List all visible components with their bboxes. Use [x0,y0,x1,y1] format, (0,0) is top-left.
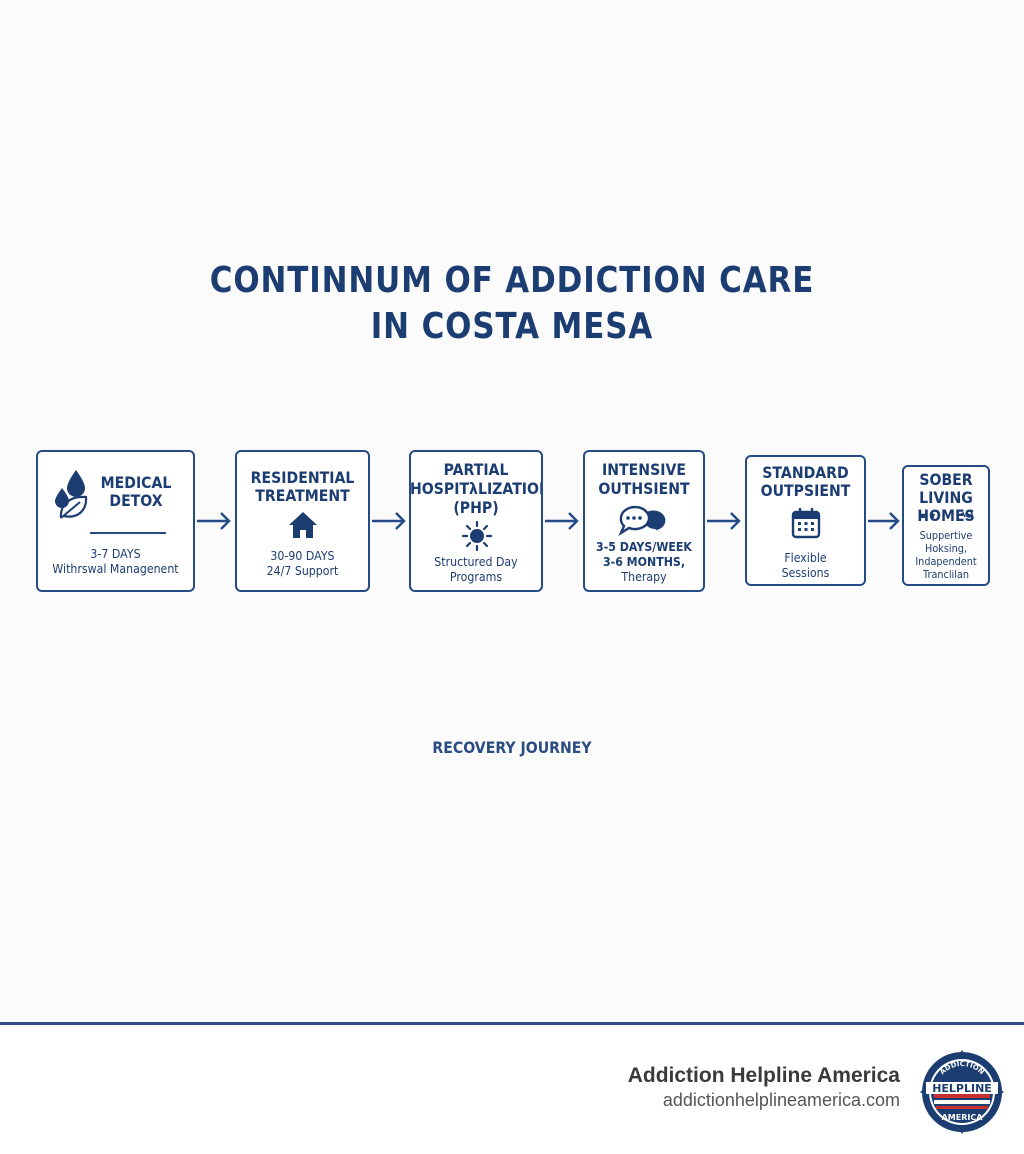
arrow-right-icon [197,512,231,530]
stage-title-line: INTENSIVE [602,460,686,479]
stage-title-line: STANDARD [762,463,849,482]
stage-title-line: LIVING [919,488,973,507]
title-line-2: IN COSTA MESA [370,306,654,347]
title-line-1: CONTINNUM OF ADDICTION CARE [209,260,815,301]
logo-main-text: HELPLINE [932,1082,992,1095]
stage-duration: 3-6 MONTHS, [602,554,686,569]
stage-sober-living-homes: SOBER LIVING HOMES Suppertive Hoksing, I… [902,465,990,586]
water-drops-leaf-icon [55,470,88,519]
stage-description: Programs [449,569,503,584]
brand-url[interactable]: addictionhelplineamerica.com [662,1090,900,1110]
stage-description: Therapy [621,569,667,584]
arrow-right-icon [545,512,579,530]
stage-description: Tranclilan [922,568,970,581]
stage-partial-hospitalization: PARTIAL HOSPITλLIZATION (PHP) Structured… [409,450,543,592]
stage-title-line: TREATMENT [255,486,350,505]
logo-bottom-text: AMERICA [942,1113,984,1122]
small-figures-icon [918,511,973,520]
stage-description: Hoksing, [925,542,967,555]
stage-title-line: SOBER [919,470,973,489]
calendar-icon [791,508,821,539]
house-icon [289,512,317,538]
chat-bubbles-icon [618,505,666,536]
stage-title-line: (PHP) [453,498,499,517]
stage-title-line: OUTPSIENT [760,481,851,500]
stage-description: Flexible [784,550,827,565]
stage-description: 24/7 Support [266,563,339,578]
arrow-right-icon [868,512,900,530]
stage-title-line: DETOX [109,491,163,510]
footer-divider [0,1022,1024,1025]
stage-title-line: RESIDENTIAL [250,468,355,487]
stage-title-line: HOSPITλLIZATION [410,479,543,498]
stage-title-line: HOMES [917,506,975,525]
stage-medical-detox: MEDICAL DETOX 3-7 DAYS Withrswal Managen… [36,450,195,592]
stage-duration: 30-90 DAYS [270,548,335,563]
helpline-logo-icon: HELPLINE ADDICTION AMERICA [920,1050,1004,1134]
stage-description: Indapendent [915,555,977,568]
divider [90,532,166,534]
stage-title-line: OUTHSIENT [598,479,690,498]
stage-title-line: MEDICAL [100,473,172,492]
recovery-journey-label: RECOVERY JOURNEY [432,738,592,757]
stage-residential-treatment: RESIDENTIAL TREATMENT 30-90 DAYS 24/7 Su… [235,450,370,592]
arrow-right-icon [372,512,406,530]
stage-intensive-outpatient: INTENSIVE OUTHSIENT 3-5 DAYS/WEEK 3-6 MO… [583,450,705,592]
stage-duration: 3-5 DAYS/WEEK [596,539,692,554]
footer [0,1025,1024,1154]
stage-description: Structured Day [434,554,518,569]
stage-standard-outpatient: STANDARD OUTPSIENT Flexible Sessions [745,455,866,586]
stage-description: Suppertive [919,529,973,542]
arrow-right-icon [707,512,741,530]
stage-title-line: PARTIAL [443,460,509,479]
stage-description: Sessions [781,565,830,580]
stage-duration: 3-7 DAYS [90,546,141,561]
stage-description: Withrswal Managenent [52,561,179,576]
sun-icon [461,520,493,552]
diagram-title: CONTINNUM OF ADDICTION CARE IN COSTA MES… [72,258,953,350]
brand-name: Addiction Helpline America [627,1064,900,1087]
